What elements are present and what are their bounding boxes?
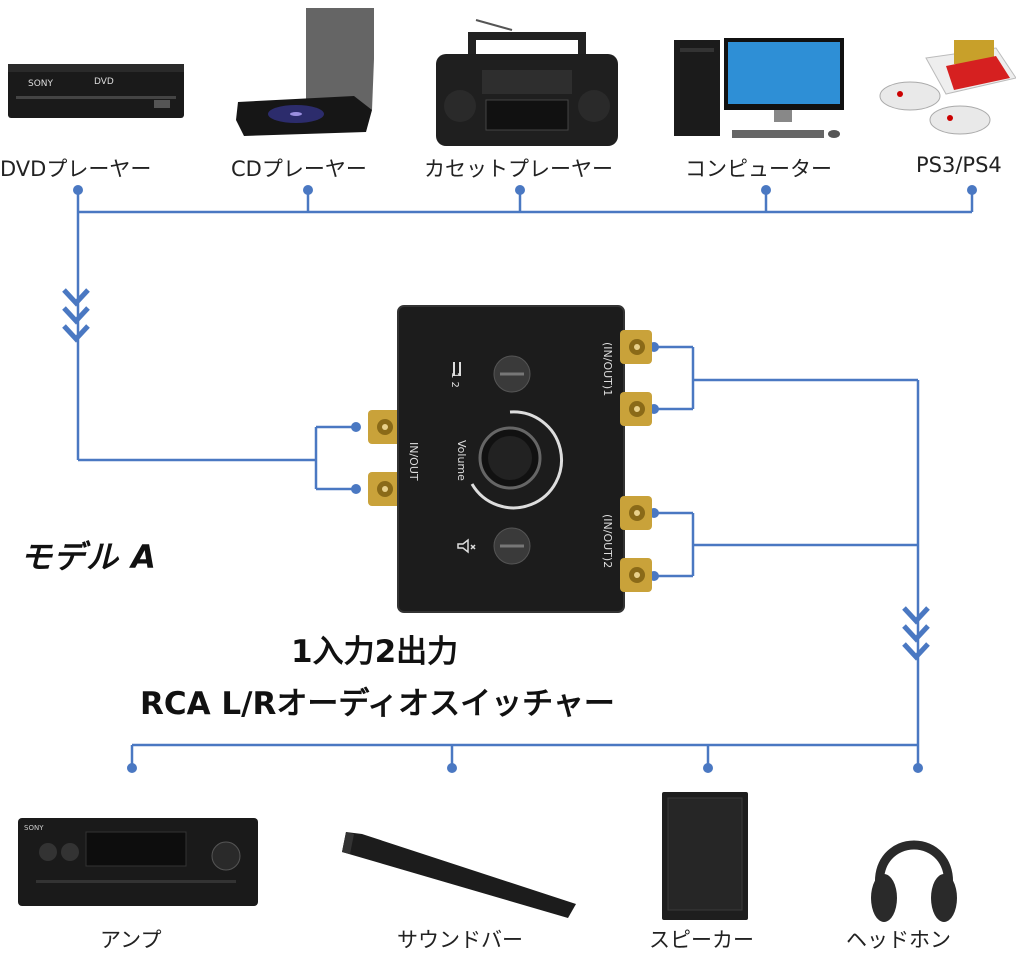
title-line1: 1入力2出力 [291, 634, 459, 670]
source-label-dvd: DVDプレーヤー [0, 157, 152, 181]
output-label-speaker: スピーカー [649, 928, 754, 952]
right-port1-label: (IN/OUT)1 [601, 342, 614, 397]
dvd-drive-icon: SONY DVD [6, 60, 186, 120]
amplifier-icon: SONY [16, 816, 260, 912]
volume-label: Volume [455, 440, 468, 481]
cassette-player-icon [432, 14, 622, 148]
svg-text:SONY: SONY [24, 824, 44, 832]
selector-icon [453, 362, 461, 376]
selector-label: 1 2 [449, 372, 460, 388]
game-console-icon [876, 38, 1017, 138]
right-port2-label: (IN/OUT)2 [601, 514, 614, 569]
down-arrow-icon [62, 288, 90, 343]
headphones-icon [866, 808, 962, 926]
model-label: モデル A [20, 538, 157, 576]
output-label-soundbar: サウンドバー [397, 928, 523, 952]
mute-icon [457, 538, 476, 554]
source-label-computer: コンピューター [685, 157, 832, 181]
soundbar-icon [336, 830, 582, 920]
output-label-amp: アンプ [100, 928, 162, 952]
source-label-cassette: カセットプレーヤー [424, 157, 613, 181]
title-line2: RCA L/Rオーディオスイッチャー [140, 686, 615, 722]
output-label-headphone: ヘッドホン [846, 928, 951, 952]
left-port-label: IN/OUT [407, 442, 420, 481]
desktop-computer-icon [670, 34, 850, 146]
cd-player-icon [234, 4, 376, 144]
source-label-ps: PS3/PS4 [916, 153, 1002, 177]
audio-switcher-device: 1 2 Volume IN/OUT (IN/OUT)1 (IN/OUT)2 [360, 302, 660, 614]
down-arrow-icon [902, 606, 930, 661]
svg-text:DVD: DVD [94, 77, 114, 87]
speaker-icon [660, 790, 750, 922]
svg-text:SONY: SONY [28, 79, 54, 89]
source-label-cd: CDプレーヤー [231, 157, 367, 181]
